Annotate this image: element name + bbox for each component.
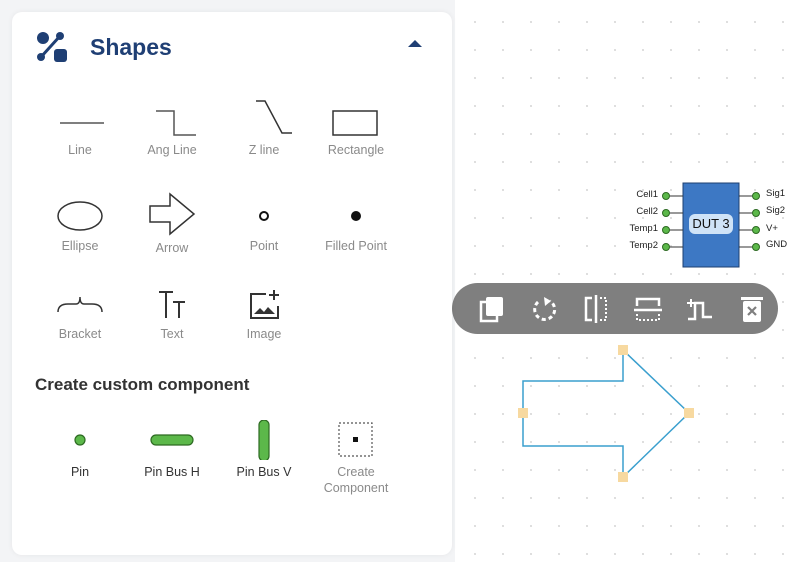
pin[interactable]: [752, 209, 760, 217]
arrow-icon: [149, 192, 196, 236]
resize-handle[interactable]: [684, 408, 694, 418]
flip-horizontal-button[interactable]: [578, 291, 613, 326]
shape-bracket[interactable]: Bracket: [34, 292, 126, 342]
custom-label: Create Component: [323, 465, 389, 495]
text-icon: [159, 291, 185, 318]
flip-horizontal-icon: [584, 294, 607, 323]
shape-label: Text: [160, 327, 184, 341]
component-name: DUT 3: [692, 216, 730, 231]
path-button[interactable]: [682, 291, 717, 326]
shape-ang-line[interactable]: Ang Line: [126, 108, 218, 158]
custom-label: Pin: [70, 465, 90, 479]
custom-label: Pin Bus V: [236, 465, 292, 479]
resize-handle[interactable]: [618, 345, 628, 355]
pin-label: V+: [766, 223, 778, 234]
shape-label: Ang Line: [147, 143, 197, 157]
ang-line-icon: [156, 110, 196, 136]
rotate-button[interactable]: [526, 291, 561, 326]
canvas-layer: [518, 182, 760, 482]
shape-label: Rectangle: [327, 143, 385, 157]
custom-component-heading: Create custom component: [35, 375, 250, 394]
copy-button[interactable]: [474, 291, 509, 326]
pin-bus-v-icon: [258, 420, 270, 460]
shape-label: Arrow: [155, 241, 189, 255]
shape-label: Line: [68, 143, 92, 157]
custom-pin[interactable]: Pin: [34, 420, 126, 480]
pin-label: Temp1: [629, 223, 658, 234]
pin-label: Cell1: [636, 189, 658, 200]
shape-label: Ellipse: [61, 239, 99, 253]
rectangle-icon: [332, 110, 378, 136]
pin-label: GND: [766, 239, 788, 250]
flip-vertical-icon: [633, 297, 662, 321]
pin[interactable]: [752, 243, 760, 251]
pin-label: Sig2: [766, 205, 786, 216]
shape-line[interactable]: Line: [34, 108, 126, 158]
caret-up-icon[interactable]: [408, 40, 422, 47]
shape-ellipse[interactable]: Ellipse: [34, 198, 126, 254]
shape-label: Point: [249, 239, 279, 253]
shape-rectangle[interactable]: Rectangle: [310, 108, 402, 158]
pin-label: Cell2: [636, 206, 658, 217]
resize-handle[interactable]: [518, 408, 528, 418]
filled-point-icon: [351, 211, 361, 221]
rotate-icon: [532, 296, 556, 321]
shape-toolbar: [452, 283, 778, 334]
custom-pin-bus-v[interactable]: Pin Bus V: [218, 420, 310, 480]
shape-point[interactable]: Point: [218, 198, 310, 254]
shape-text[interactable]: Text: [126, 288, 218, 342]
pin-label: Temp2: [629, 240, 658, 251]
pin-label: Sig1: [766, 188, 786, 199]
pin[interactable]: [662, 209, 670, 217]
panel-title: Shapes: [90, 33, 172, 60]
custom-pin-bus-h[interactable]: Pin Bus H: [126, 420, 218, 480]
delete-button[interactable]: [734, 291, 769, 326]
pin[interactable]: [662, 192, 670, 200]
shape-label: Z line: [248, 143, 280, 157]
canvas[interactable]: DUT 3 Cell1 Cell2 Temp1 Temp2 Sig1 Sig2 …: [455, 0, 806, 562]
pin-bus-h-icon: [150, 434, 194, 446]
create-component-icon: [338, 422, 373, 457]
image-icon: [250, 290, 279, 319]
component-label-bg: [689, 214, 733, 234]
shape-image[interactable]: Image: [218, 288, 310, 342]
pin[interactable]: [752, 226, 760, 234]
z-line-icon: [256, 100, 292, 134]
shape-label: Bracket: [58, 327, 102, 341]
pin[interactable]: [662, 226, 670, 234]
shapes-panel: Shapes Line Ang Line Z line Rectangle El…: [12, 12, 452, 555]
pin[interactable]: [662, 243, 670, 251]
selected-arrow-shape[interactable]: [522, 348, 691, 479]
shape-label: Filled Point: [325, 239, 387, 253]
shape-arrow[interactable]: Arrow: [126, 192, 218, 256]
flip-vertical-button[interactable]: [630, 291, 665, 326]
bracket-icon: [57, 296, 103, 313]
panel-header[interactable]: Shapes: [36, 30, 172, 64]
pin[interactable]: [752, 192, 760, 200]
custom-label: Pin Bus H: [144, 465, 200, 479]
ellipse-icon: [57, 201, 103, 231]
shape-z-line[interactable]: Z line: [218, 100, 310, 158]
resize-handle[interactable]: [618, 472, 628, 482]
create-component-button[interactable]: Create Component: [310, 420, 402, 496]
path-icon: [686, 298, 712, 320]
shape-label: Image: [246, 327, 282, 341]
line-icon: [60, 122, 104, 124]
delete-icon: [740, 296, 763, 322]
point-icon: [259, 211, 269, 221]
shape-filled-point[interactable]: Filled Point: [310, 198, 402, 254]
copy-icon: [479, 296, 503, 322]
pin-icon: [74, 434, 86, 446]
shapes-icon: [37, 32, 67, 62]
